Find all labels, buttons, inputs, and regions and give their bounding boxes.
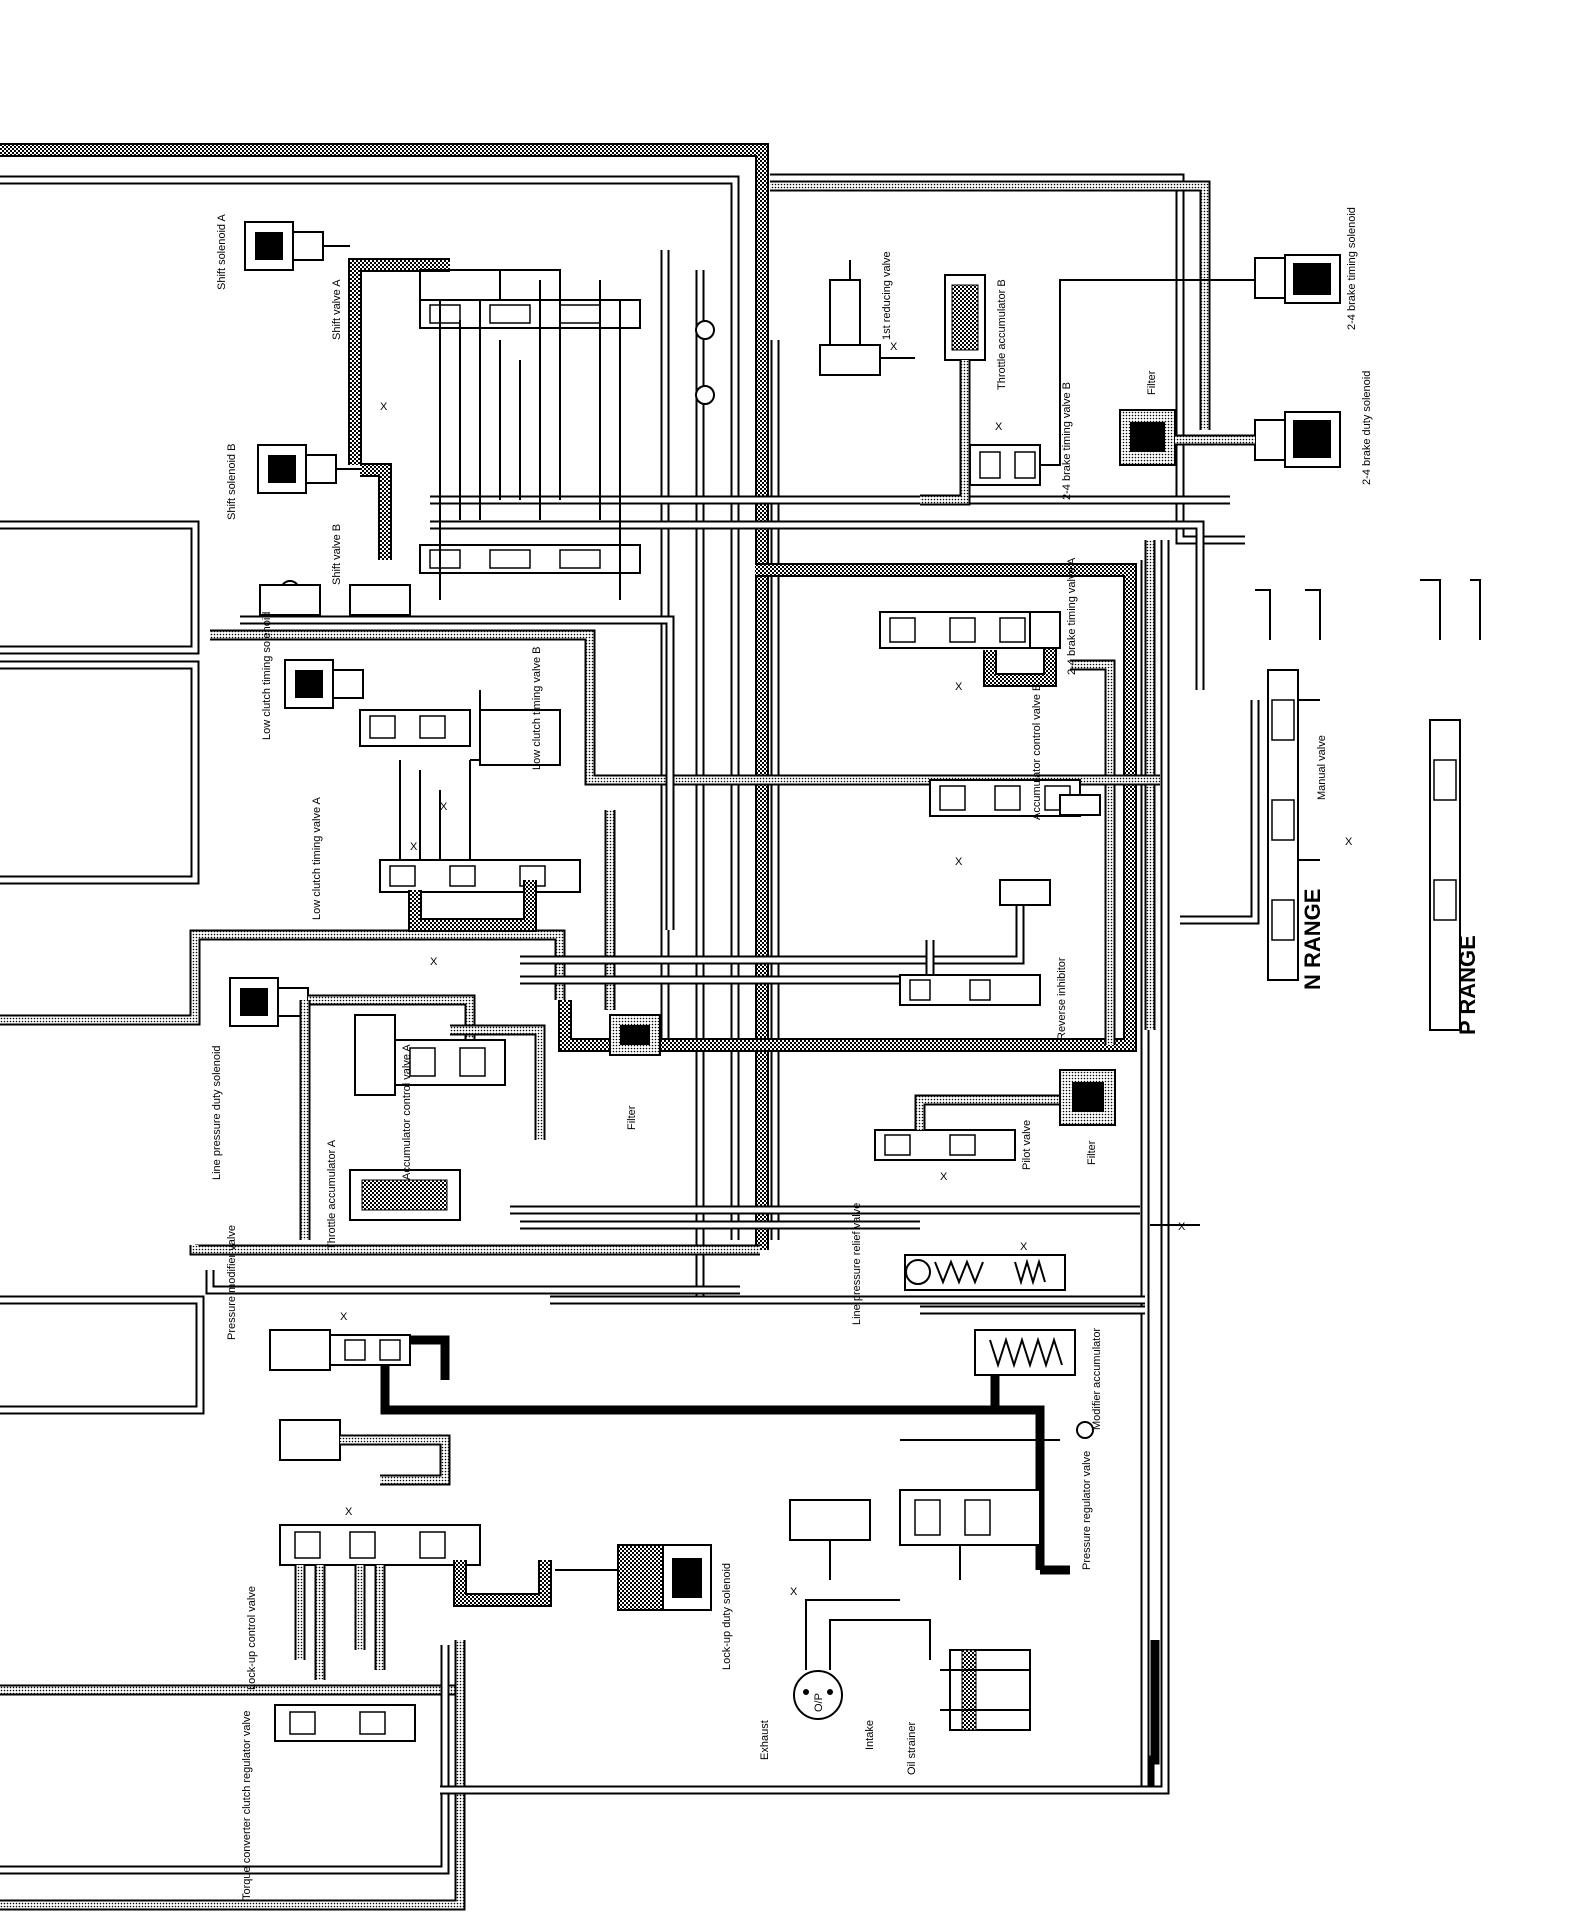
lockup-duty-solenoid [555,1544,712,1611]
label-line-pressure-relief-valve: Line pressure relief valve [851,1203,863,1325]
reverse-inhibitor [899,879,1051,1006]
label-throttle-accumulator-a: Throttle accumulator A [326,1139,338,1250]
right-frame-lines [440,173,1260,1795]
x-marker: X [1020,1241,1028,1253]
x-marker: X [1178,1221,1186,1233]
label-reverse-inhibitor: Reverse inhibitor [1056,957,1068,1040]
label-lockup-control-valve: Lock-up control valve [246,1586,258,1690]
label-filter-center: Filter [626,1105,638,1130]
label-throttle-accumulator-b: Throttle accumulator B [996,279,1008,390]
line-pressure-relief-valve [904,1254,1066,1291]
label-shift-solenoid-a: Shift solenoid A [216,214,228,290]
label-filter-upper: Filter [1146,370,1158,395]
filter-upper [1119,409,1176,466]
brake-timing-solenoid [1254,254,1341,304]
label-manual-valve: Manual valve [1316,735,1328,800]
label-brake-timing-valve-b: 2-4 brake timing valve B [1061,382,1073,500]
label-accumulator-control-valve-a: Accumulator control valve A [401,1044,413,1180]
x-marker: X [790,1586,798,1598]
label-accumulator-control-valve-b: Accumulator control valve B [1031,684,1043,820]
low-clutch-timing-block [284,659,581,932]
label-op: O/P [813,1693,825,1712]
x-marker: X [340,1311,348,1323]
p-range-valve [1420,579,1481,1031]
label-low-clutch-timing-valve-b: Low clutch timing valve B [531,647,543,771]
label-brake-duty-solenoid: 2-4 brake duty solenoid [1361,371,1373,485]
label-filter-lower: Filter [1086,1140,1098,1165]
label-pressure-modifier-valve: Pressure modifier valve [226,1225,238,1340]
line-pressure-duty-block [229,977,546,1240]
left-feed-lines [0,143,769,1911]
x-marker: X [955,681,963,693]
modifier-accumulator [974,1329,1094,1439]
label-pressure-regulator-valve: Pressure regulator valve [1081,1451,1093,1570]
oil-pump-block [793,1599,1031,1731]
label-n-range: N RANGE [1300,889,1325,990]
brake-timing-valve-a [879,611,1061,687]
shift-valve-block [259,258,715,616]
filter-lower [1059,1069,1116,1126]
shift-solenoid-b [257,444,360,494]
manual-valve-n-range [1255,589,1321,981]
label-lockup-duty-solenoid: Lock-up duty solenoid [721,1563,733,1670]
label-low-clutch-timing-valve-a: Low clutch timing valve A [311,796,323,920]
label-shift-solenoid-b: Shift solenoid B [226,444,238,520]
x-marker: X [955,856,963,868]
x-marker: X [345,1506,353,1518]
label-intake: Intake [864,1720,876,1750]
label-line-pressure-duty-solenoid: Line pressure duty solenoid [211,1045,223,1180]
pilot-valve [874,1080,1076,1161]
label-p-range: P RANGE [1455,935,1480,1035]
pressure-regulator-valve [789,1439,1060,1580]
shift-solenoid-a [244,221,350,271]
label-shift-valve-b: Shift valve B [331,524,343,585]
x-marker: X [1345,836,1353,848]
component-labels: Shift solenoid A Shift valve A Shift sol… [211,207,1480,1900]
x-marker: X [380,401,388,413]
x-marker: X [940,1171,948,1183]
label-shift-valve-a: Shift valve A [331,279,343,340]
x-marker: X [430,956,438,968]
accumulator-control-valve-b [929,779,1101,817]
filter-center [609,1014,661,1056]
brake-duty-solenoid [1175,411,1341,468]
x-marker: X [440,801,448,813]
throttle-accumulator-b [920,274,986,506]
lockup-control-block [274,1419,552,1742]
label-torque-converter-regulator: Torque converter clutch regulator valve [241,1710,253,1900]
label-oil-strainer: Oil strainer [906,1721,918,1775]
x-marker: X [995,421,1003,433]
label-exhaust: Exhaust [759,1720,771,1760]
pressure-modifier-valve [269,1329,411,1371]
exhaust-markers: X X X X X X X X X X X X X X X [340,341,1353,1598]
label-first-reducing-valve: 1st reducing valve [881,251,893,340]
brake-timing-valve-b [969,279,1255,486]
label-brake-timing-solenoid: 2-4 brake timing solenoid [1346,207,1358,330]
x-marker: X [410,841,418,853]
label-pilot-valve: Pilot valve [1021,1120,1033,1170]
label-brake-timing-valve-a: 2-4 brake timing valve A [1066,557,1078,675]
label-modifier-accumulator: Modifier accumulator [1091,1328,1103,1430]
x-marker: X [890,341,898,353]
label-low-clutch-timing-solenoid: Low clutch timing solenoid [261,612,273,740]
central-lines [189,250,1230,1315]
first-reducing-valve [819,260,915,376]
